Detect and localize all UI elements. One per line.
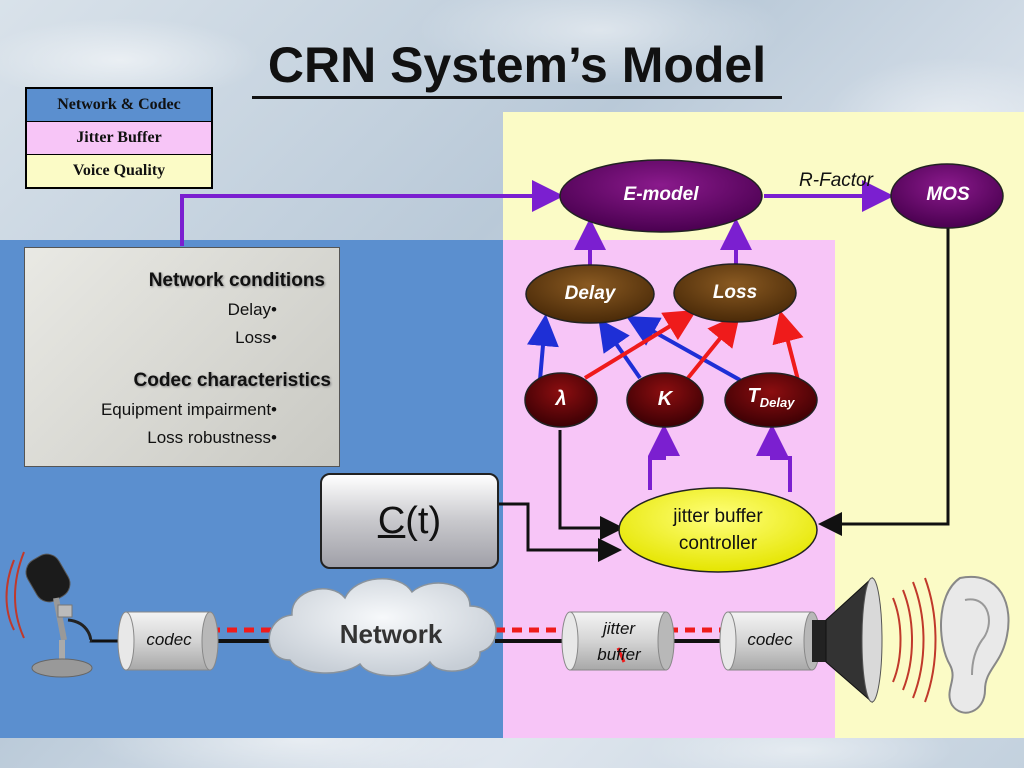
codec-item-equipment: Equipment impairment• xyxy=(100,400,277,419)
arrow-ct-to-jbc xyxy=(496,502,622,562)
jbc-node xyxy=(618,487,818,573)
page-title: CRN System’s Model xyxy=(252,34,782,99)
network-label: Network xyxy=(339,619,443,649)
loss-node xyxy=(673,263,797,323)
arrow-lambda-to-delay xyxy=(526,314,559,381)
codec-item-loss-robustness: Loss robustness• xyxy=(147,428,277,447)
codec-characteristics-heading: Codec characteristics xyxy=(133,370,332,391)
codec-right-label: codec xyxy=(747,630,793,649)
red-arrows xyxy=(583,309,804,381)
jbc-line2: controller xyxy=(678,533,758,554)
tdelay-main: T xyxy=(747,385,760,407)
mos-label: MOS xyxy=(926,184,970,205)
network-item-loss: Loss• xyxy=(235,328,277,347)
arrow-k-to-delay xyxy=(598,318,642,380)
arrow-mos-to-jbc xyxy=(818,228,950,536)
jitter-buffer-cylinder xyxy=(561,611,675,671)
ct-rest: (t) xyxy=(405,500,442,542)
jbc-line1: jitter buffer xyxy=(673,506,763,527)
delay-node xyxy=(525,264,655,324)
microphone-icon xyxy=(5,551,93,678)
tdelay-label: TDelay xyxy=(731,385,811,410)
sound-wave-icon xyxy=(892,577,937,703)
codec-right-cylinder xyxy=(719,611,821,671)
cloud-icon xyxy=(268,578,497,677)
network-item-delay: Delay• xyxy=(227,300,277,319)
conditions-box: Network conditions Delay• Loss• Codec ch… xyxy=(24,247,340,467)
codec-left-label: codec xyxy=(146,630,192,649)
arrow-tdelay-to-delay xyxy=(626,316,741,382)
legend: Network & Codec Jitter Buffer Voice Qual… xyxy=(25,87,213,189)
k-label: K xyxy=(657,388,673,410)
emodel-node xyxy=(559,159,763,233)
speaker-icon xyxy=(812,576,883,704)
arrow-legend-to-emodel xyxy=(180,180,564,246)
lambda-node xyxy=(524,372,598,428)
black-arrows xyxy=(496,228,950,562)
mos-node xyxy=(890,163,1004,229)
network-conditions-heading: Network conditions xyxy=(148,270,325,291)
delay-label: Delay xyxy=(564,283,616,304)
codec-left-cylinder xyxy=(117,611,219,671)
arrow-jbc-to-k xyxy=(648,424,680,490)
jitter-line1: jitter xyxy=(602,619,636,638)
ear-icon xyxy=(940,575,1010,714)
arrow-lambda-to-loss xyxy=(583,309,697,380)
ct-box: C(t) xyxy=(320,473,499,569)
blue-arrows xyxy=(526,314,741,382)
arrow-lambda-to-jbc xyxy=(558,430,624,540)
lambda-label: λ xyxy=(555,388,567,410)
tdelay-sub: Delay xyxy=(759,395,795,410)
legend-voice-quality: Voice Quality xyxy=(27,155,211,187)
tdelay-node xyxy=(724,372,818,428)
legend-network-codec: Network & Codec xyxy=(27,89,211,122)
k-node xyxy=(626,372,704,428)
jitter-line2: buffer xyxy=(597,645,641,664)
emodel-label: E-model xyxy=(623,184,699,205)
loss-label: Loss xyxy=(712,282,758,303)
arrow-tdelay-to-loss xyxy=(772,310,804,381)
jitter-buffer-controller-label: jitter buffer controller xyxy=(625,503,811,557)
arrow-jbc-to-tdelay xyxy=(756,424,792,492)
jitter-buffer-label: jitter buffer xyxy=(572,616,666,668)
arrow-k-to-loss xyxy=(686,313,741,380)
ct-c: C xyxy=(377,500,406,542)
purple-arrows xyxy=(180,180,894,492)
legend-jitter-buffer: Jitter Buffer xyxy=(27,122,211,155)
rfactor-label: R-Factor xyxy=(799,170,873,191)
